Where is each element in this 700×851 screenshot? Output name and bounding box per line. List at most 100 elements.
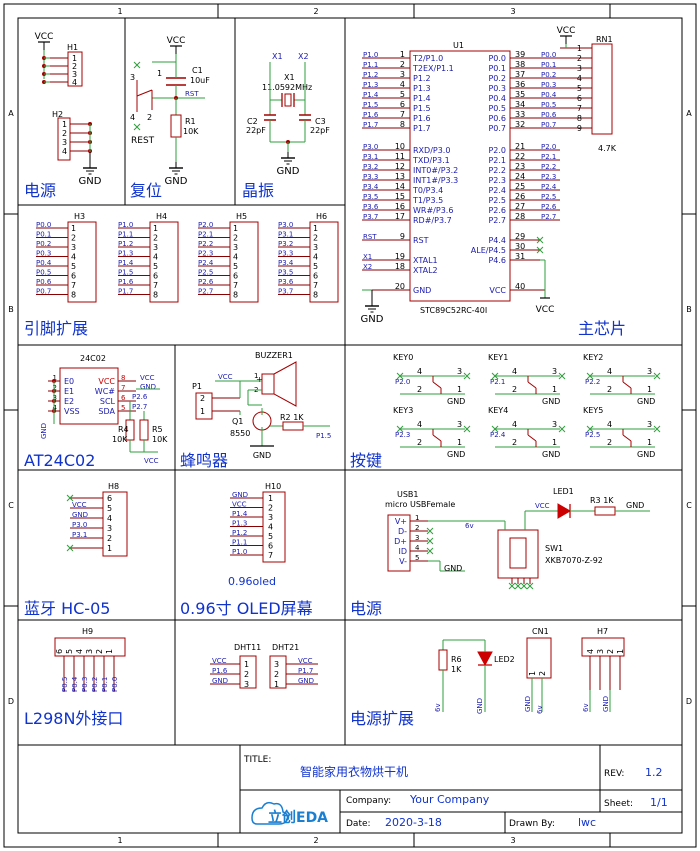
no-connect-mark <box>514 582 522 590</box>
no-connect-mark <box>396 372 404 380</box>
pin-number: 2 <box>71 234 76 243</box>
pin-number: 2 <box>62 129 67 138</box>
pin-number: 28 <box>515 212 525 221</box>
pin-number: 2 <box>53 384 57 392</box>
gnd-label: GND <box>361 314 384 325</box>
net-label: GND <box>72 511 88 519</box>
part-ref: USB1 <box>397 490 419 499</box>
pin-name: P2.0 <box>488 146 506 155</box>
gnd-label: GND <box>637 450 655 459</box>
section-title: AT24C02 <box>24 451 95 470</box>
pin-number: 6 <box>121 394 126 402</box>
usb-connector <box>387 514 411 572</box>
pin-number: 8 <box>313 291 318 300</box>
pin-number: 2 <box>147 113 152 122</box>
pin-number: 31 <box>515 252 525 261</box>
pin-number: 1 <box>313 224 318 233</box>
pin-number: 3 <box>577 64 582 73</box>
net-label: P1.7 <box>363 121 378 129</box>
vcc-label: VCC <box>536 305 555 315</box>
net-label: P1.6 <box>118 278 134 286</box>
part-ref: H2 <box>52 110 63 119</box>
key-lever <box>622 434 632 442</box>
part-value: 8550 <box>230 429 250 438</box>
outer-frame <box>3 3 697 848</box>
part-value: 22pF <box>246 126 266 135</box>
pin-number: 2 <box>607 438 612 447</box>
pin-name: P1.5 <box>413 104 431 113</box>
net-label: P3.4 <box>278 259 294 267</box>
frame-col-label: 1 <box>117 836 122 845</box>
part-ref: BUZZER1 <box>255 351 293 360</box>
header-h7 <box>581 637 625 657</box>
part-ref: DHT11 <box>234 643 261 652</box>
mcu-u1 <box>409 50 511 302</box>
pin-number: 11 <box>395 152 405 161</box>
pin-number: 2 <box>512 438 517 447</box>
sheet-label: Sheet: <box>604 799 633 809</box>
net-label: P0.6 <box>36 278 52 286</box>
part-ref: KEY2 <box>583 353 603 362</box>
pin-number: 7 <box>577 104 582 113</box>
net-label: P1.3 <box>118 250 133 258</box>
pin-number: 4 <box>512 420 517 429</box>
pin-number: 4 <box>607 367 612 376</box>
net-label: P1.5 <box>118 269 133 277</box>
pin-number: 5 <box>153 262 158 271</box>
net-label: P0.6 <box>541 111 557 119</box>
frame-col-label: 3 <box>510 7 515 16</box>
pin-number: 8 <box>233 291 238 300</box>
pin-name: P4.4 <box>488 236 506 245</box>
vcc-label: VCC <box>167 36 186 46</box>
pin-name: E1 <box>64 387 74 396</box>
pin-number: 14 <box>395 182 405 191</box>
pin-number: 4 <box>268 523 273 532</box>
pin-number: 1 <box>647 438 652 447</box>
pin-name: E0 <box>64 377 74 386</box>
pin-number: 39 <box>515 50 525 59</box>
resistor-r2 <box>282 421 304 431</box>
net-label: P2.0 <box>541 143 556 151</box>
net-label: P0.2 <box>36 240 51 248</box>
pin-number: 3 <box>552 367 557 376</box>
pin-number: 10 <box>395 142 405 151</box>
company-label: Company: <box>346 796 391 806</box>
part-ref: KEY0 <box>393 353 413 362</box>
pin-number: 2 <box>72 62 77 71</box>
gnd-label: GND <box>447 450 465 459</box>
pin-number: 36 <box>515 80 525 89</box>
resistor-r1 <box>170 114 182 138</box>
net-label: P2.1 <box>490 378 505 386</box>
part-value: micro USBFemale <box>385 500 455 509</box>
pin-number: 7 <box>313 281 318 290</box>
pin-number: 26 <box>515 192 525 201</box>
header-h3 <box>67 221 97 303</box>
rev-label: REV: <box>604 769 624 779</box>
pin-number: 1 <box>268 494 273 503</box>
vcc-label: VCC <box>35 32 54 42</box>
pin-name: RD#/P3.7 <box>413 216 452 225</box>
pin-name: INT1#/P3.3 <box>413 176 458 185</box>
pin-number: 30 <box>515 242 525 251</box>
net-label: P3.5 <box>363 193 378 201</box>
net-label: P1.0 <box>363 51 378 59</box>
frame-row-label: D <box>8 697 14 706</box>
net-label: P0.4 <box>36 259 52 267</box>
part-ref: H4 <box>156 212 167 221</box>
section-title: 复位 <box>130 181 162 200</box>
part-value: STC89C52RC-40I <box>420 306 487 315</box>
net-label: VCC <box>140 374 155 382</box>
part-ref: H10 <box>265 482 281 491</box>
pin-number: 6 <box>233 272 238 281</box>
pin-number: 2 <box>95 649 104 654</box>
drawn-label: Drawn By: <box>509 819 555 829</box>
pin-number: 2 <box>200 394 205 403</box>
header-h9 <box>54 637 126 657</box>
no-connect-mark <box>463 425 471 433</box>
gnd-label: GND <box>165 176 188 187</box>
pin-number: 1 <box>107 544 112 553</box>
gnd-label: GND <box>542 450 560 459</box>
net-label: P0.3 <box>36 250 51 258</box>
pin-number: 21 <box>515 142 525 151</box>
